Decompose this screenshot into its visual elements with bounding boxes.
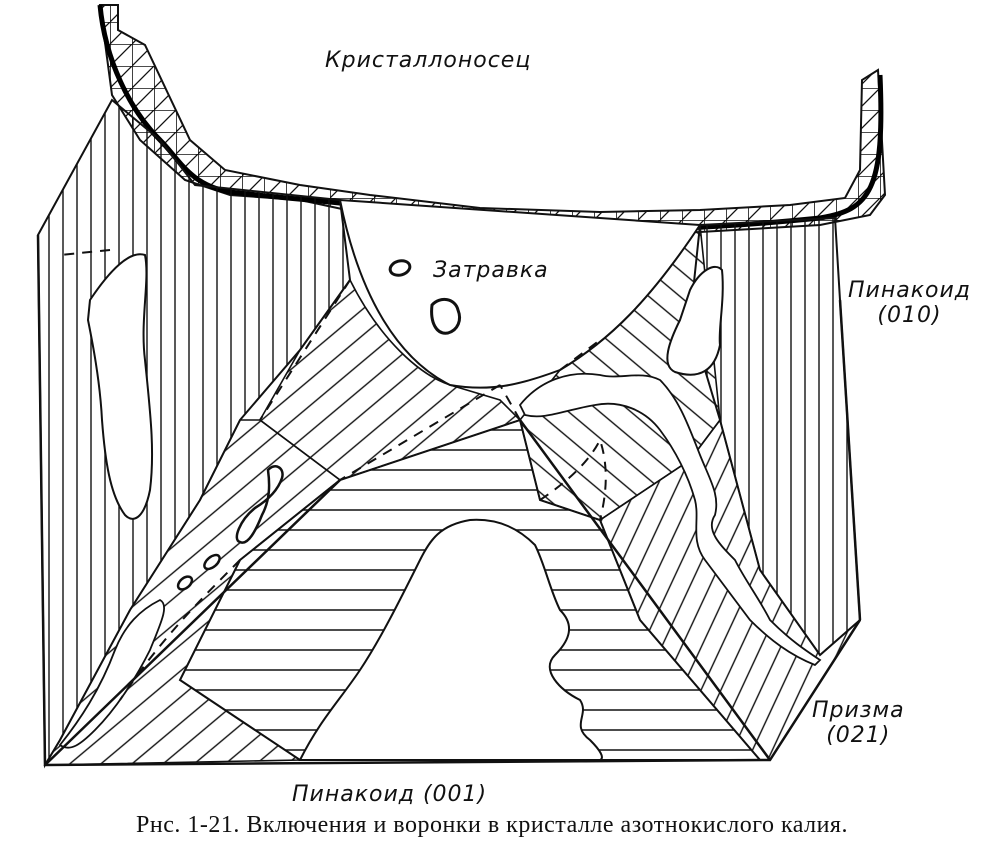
lower-left-inclusion [58,598,165,749]
small-inclusion [430,297,462,335]
small-inclusion [203,553,221,571]
prism-021-label: Призма (021) [812,698,905,749]
holder-label: Кристаллоносец [325,48,532,73]
pinacoid-010-name: Пинакоид [848,278,971,303]
pinacoid-010-index: (010) [877,303,942,329]
central-inclusion [298,518,603,761]
small-inclusion [235,465,284,544]
dashed-boundaries [59,249,607,701]
right-wavy-inclusion [518,372,822,667]
figure-caption: Рнс. 1-21. Включения и воронки в кристал… [136,812,848,838]
pinacoid-010-label: Пинакоид (010) [848,278,971,329]
seed-label: Затравка [433,258,549,283]
prism-index: (021) [826,723,891,749]
small-inclusion [176,575,194,591]
right-inclusion [666,265,724,376]
left-elongated-inclusion [86,253,154,520]
crystal-outline [36,234,862,767]
prism-name: Призма [812,698,905,723]
small-inclusion [388,259,412,277]
pinacoid-001-label: Пинакоид (001) [292,782,488,807]
